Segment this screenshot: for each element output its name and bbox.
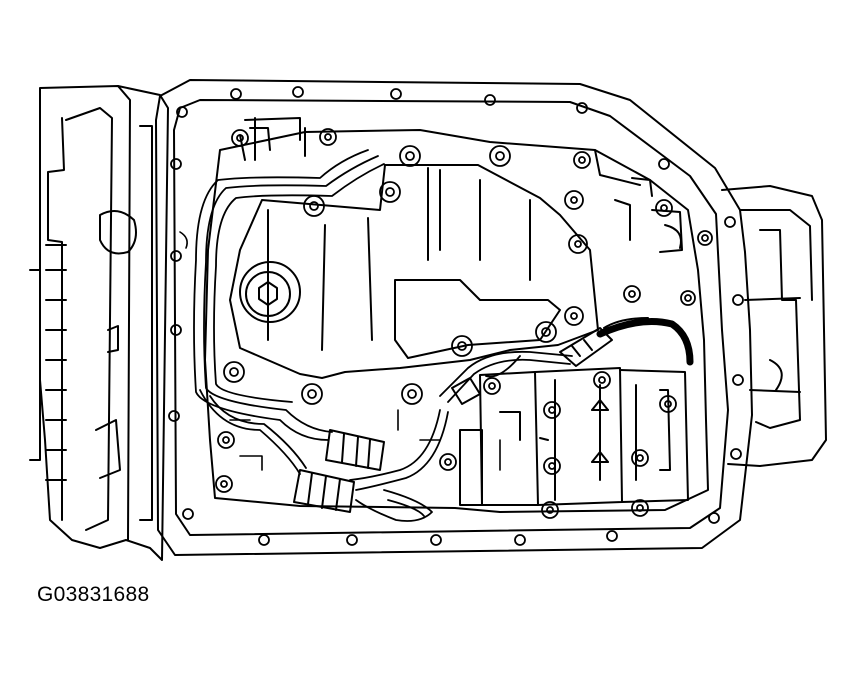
oil-strainer <box>229 164 599 379</box>
gasket-flange <box>155 79 753 556</box>
right-valve-section <box>459 367 689 506</box>
left-transmission-case <box>29 85 169 561</box>
gasket-bolt-holes <box>168 86 744 546</box>
right-transmission-case <box>721 185 827 467</box>
plate-bolts <box>215 128 713 519</box>
figure-id-label: G03831688 <box>37 583 150 606</box>
wire-harness <box>193 149 573 522</box>
misc-details <box>179 231 501 471</box>
solenoid-cable <box>596 317 694 366</box>
valve-body-plate <box>204 117 709 513</box>
connectors <box>293 327 613 513</box>
